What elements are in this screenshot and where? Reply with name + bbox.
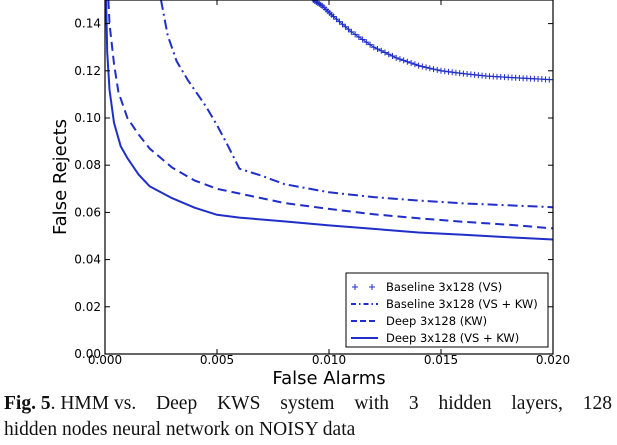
series-0-point bbox=[345, 26, 352, 33]
series-0-point bbox=[400, 57, 407, 64]
legend-item-3: Deep 3x128 (VS + KW) bbox=[351, 331, 519, 345]
series-0-point bbox=[430, 66, 437, 73]
y-tick-label: 0.00 bbox=[74, 347, 101, 361]
series-0-point bbox=[389, 53, 396, 60]
legend-marker bbox=[352, 284, 358, 290]
caption-segment: Fig. 5. HMM vs. bbox=[4, 393, 137, 414]
caption-word: KWS bbox=[217, 393, 261, 414]
series-0-point bbox=[374, 45, 381, 52]
series-0-point bbox=[423, 64, 430, 71]
series-0-point bbox=[385, 51, 392, 58]
series-3-line bbox=[105, 0, 553, 241]
caption-line-2: hidden nodes neural network on NOISY dat… bbox=[4, 419, 356, 440]
series-0-point bbox=[336, 18, 343, 25]
y-tick-label: 0.08 bbox=[74, 158, 101, 172]
figure-label: Fig. 5 bbox=[4, 393, 51, 414]
series-0-point bbox=[352, 31, 359, 38]
series-0-point bbox=[339, 21, 346, 28]
series-0-point bbox=[348, 28, 355, 35]
caption-word: layers, bbox=[511, 393, 563, 414]
series-0-point bbox=[367, 41, 374, 48]
caption-word: system bbox=[280, 393, 335, 414]
series-0-point bbox=[382, 49, 388, 56]
y-tick-label: 0.06 bbox=[74, 205, 101, 219]
legend-label: Deep 3x128 (KW) bbox=[386, 314, 487, 328]
series-0-point bbox=[333, 16, 340, 23]
series-0-point bbox=[415, 62, 422, 69]
legend-label: Baseline 3x128 (VS) bbox=[386, 280, 502, 294]
legend-item-1: Baseline 3x128 (VS + KW) bbox=[351, 297, 538, 311]
x-tick-label: 0.000 bbox=[88, 353, 122, 367]
y-axis-label: False Rejects bbox=[50, 119, 71, 235]
caption-word: with bbox=[354, 393, 389, 414]
legend-item-0: Baseline 3x128 (VS) bbox=[352, 280, 502, 294]
y-tick-label: 0.02 bbox=[74, 300, 101, 314]
legend-marker bbox=[369, 284, 375, 290]
series-0-point bbox=[546, 76, 553, 83]
series-0-point bbox=[342, 23, 349, 30]
x-tick-label: 0.020 bbox=[536, 353, 570, 367]
y-tick-label: 0.14 bbox=[74, 17, 101, 31]
series-0-point bbox=[404, 58, 411, 65]
series-2-line bbox=[107, 0, 553, 230]
legend: Baseline 3x128 (VS) Baseline 3x128 (VS + … bbox=[345, 272, 549, 348]
series-0-point bbox=[434, 66, 441, 73]
series-0-point bbox=[317, 1, 324, 8]
x-axis-label: False Alarms bbox=[272, 368, 385, 389]
series-0-point bbox=[426, 65, 433, 72]
legend-label: Deep 3x128 (VS + KW) bbox=[386, 331, 519, 345]
series-layer bbox=[105, 0, 553, 241]
series-0-point bbox=[330, 13, 337, 20]
legend-item-2: Deep 3x128 (KW) bbox=[351, 314, 487, 328]
caption-word: 128 bbox=[582, 393, 612, 414]
roc-chart: 0.000 0.005 0.010 0.015 0.020 0.00 0.02 0.04 0.0… bbox=[50, 0, 570, 389]
series-0-point bbox=[355, 33, 362, 40]
x-tick-label: 0.010 bbox=[312, 353, 346, 367]
legend-box bbox=[345, 272, 549, 348]
y-tick-label: 0.04 bbox=[74, 253, 101, 267]
series-0-point bbox=[419, 63, 426, 70]
series-1-line bbox=[160, 0, 553, 209]
caption-word: 3 bbox=[408, 393, 419, 414]
series-0-point bbox=[363, 39, 370, 46]
series-0-point bbox=[393, 54, 400, 61]
ticks-layer: 0.000 0.005 0.010 0.015 0.020 0.00 0.02 0.04 0.0… bbox=[74, 0, 570, 367]
caption-word: hidden bbox=[438, 393, 492, 414]
legend-label: Baseline 3x128 (VS + KW) bbox=[386, 297, 538, 311]
y-tick-label: 0.12 bbox=[74, 64, 101, 78]
series-0-point bbox=[408, 60, 415, 67]
y-tick-label: 0.10 bbox=[74, 111, 101, 125]
series-0-point bbox=[411, 61, 418, 68]
x-tick-label: 0.015 bbox=[424, 353, 458, 367]
series-0-point bbox=[359, 36, 366, 43]
series-0-point bbox=[378, 47, 385, 54]
series-0-point bbox=[396, 56, 403, 63]
caption-word: Deep bbox=[156, 393, 198, 414]
series-0-markers bbox=[310, 0, 553, 83]
series-0-point bbox=[370, 44, 377, 51]
x-tick-label: 0.005 bbox=[200, 353, 234, 367]
